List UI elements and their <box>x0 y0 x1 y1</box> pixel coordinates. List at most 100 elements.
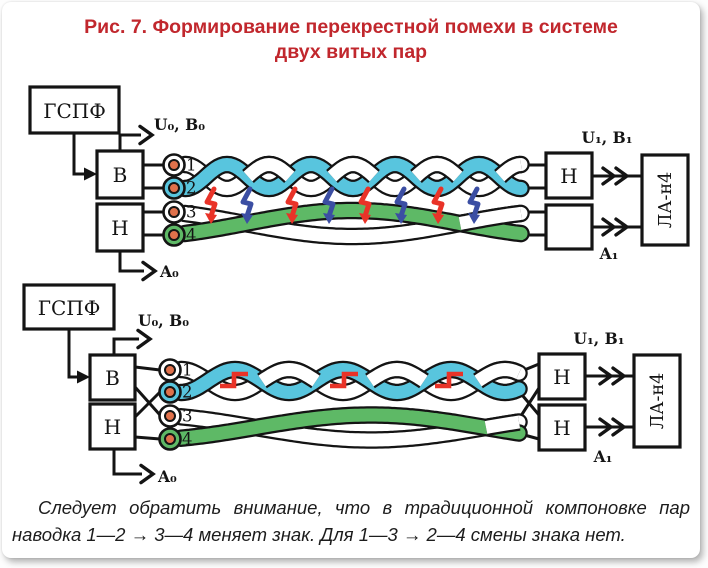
analyzer-box <box>640 153 690 247</box>
arrow-icon <box>138 124 155 146</box>
crosstalk-bolt-icon <box>358 186 372 224</box>
arrow-icon <box>136 328 153 350</box>
right-bottom-box <box>544 203 594 251</box>
output-top-signal-label: U₁, B₁ <box>582 128 633 147</box>
arrow-icon <box>614 166 630 186</box>
wire-end-connector <box>158 404 182 428</box>
figure-card: Рис. 7. Формирование перекрестной помехи… <box>2 2 700 558</box>
caption: Следует обратить внимание, что в традици… <box>12 495 690 548</box>
twisted-pair <box>172 406 528 449</box>
arrow-icon <box>598 366 614 386</box>
figure-title: Рис. 7. Формирование перекрестной помехи… <box>2 15 700 65</box>
crosstalk-bolt-icon <box>394 186 408 224</box>
analyzer-label: ЛА-н4 <box>648 373 668 430</box>
generator-to-driver-line <box>67 329 79 379</box>
bottom-static-lines <box>67 329 634 476</box>
right-bottom-box <box>537 403 587 452</box>
input-top-signal-label: U₀, B₀ <box>154 115 205 134</box>
lower-left-box <box>95 202 145 253</box>
wire-number: 4 <box>186 226 197 245</box>
wire-number: 3 <box>182 407 193 426</box>
wire-end-connector <box>162 223 186 247</box>
arrow-icon <box>611 366 627 386</box>
input-bottom-signal-label: A₀ <box>159 262 179 281</box>
driver-box <box>95 149 145 200</box>
crosstalk-bolts <box>204 186 481 224</box>
wire-end-connector <box>158 427 182 451</box>
right-top-label: Н <box>553 365 570 389</box>
wire-number: 1 <box>186 156 197 175</box>
right-top-label: Н <box>560 164 577 188</box>
pulse-step-icon <box>435 371 463 389</box>
caption-line1: Следует обратить внимание, что в традици… <box>38 497 690 519</box>
arrow-icon <box>614 217 630 237</box>
arrowheads <box>77 328 627 485</box>
twisted-pair <box>176 155 530 198</box>
arrowheads <box>84 124 630 282</box>
caption-line2: наводка 1—2 → 3—4 меняет знак. Для 1—3 →… <box>12 523 626 545</box>
wire-number: 2 <box>186 179 197 198</box>
arrow-icon <box>601 217 617 237</box>
arrowhead-icon <box>84 167 97 181</box>
figure-title-line2: двух витых пар <box>274 40 428 63</box>
twisted-pair <box>176 201 530 246</box>
wire-end-connector <box>162 176 186 200</box>
lower-left-box <box>88 402 137 451</box>
driver-box <box>88 353 137 402</box>
input-top-arrow-line <box>112 337 139 355</box>
generator-to-driver-line <box>72 133 86 176</box>
crosstalk-bolt-icon <box>431 186 445 224</box>
driver-label: В <box>105 366 120 390</box>
twisted-pairs <box>176 155 530 246</box>
pulse-step-marks <box>220 371 463 389</box>
driver-wire-line <box>134 365 161 372</box>
driver-cross-line <box>133 386 162 416</box>
generator-box <box>28 85 121 135</box>
generator-label: ГСПФ <box>43 99 106 123</box>
wire-number: 1 <box>182 361 193 380</box>
arrow-icon <box>611 417 627 437</box>
wire-end-connector <box>162 200 186 224</box>
figure-title-line1: Рис. 7. Формирование перекрестной помехи… <box>84 16 618 38</box>
arrow-icon <box>139 463 156 485</box>
analyzer-label: ЛА-н4 <box>656 172 676 229</box>
arrow-icon <box>141 260 158 282</box>
generator-box <box>22 283 116 331</box>
wire-number: 2 <box>182 383 193 402</box>
wire-end-connector <box>158 380 182 404</box>
twisted-pairs <box>172 360 528 449</box>
crosstalk-bolt-icon <box>285 186 299 224</box>
receiver-wire-line <box>134 435 161 441</box>
output-bottom-signal-label: A₁ <box>593 447 613 466</box>
output-top-signal-label: U₁, B₁ <box>574 329 625 348</box>
pulse-step-icon <box>330 371 358 389</box>
output-bottom-signal-label: A₁ <box>599 244 619 263</box>
analyzer-box <box>632 353 682 449</box>
input-top-arrow-line <box>118 133 141 151</box>
right-top-box <box>544 151 594 200</box>
input-bottom-signal-label: A₀ <box>157 467 177 486</box>
wire-number: 4 <box>182 430 193 449</box>
crosstalk-bolt-icon <box>322 186 336 224</box>
crosstalk-bolt-icon <box>204 186 218 224</box>
pulse-step-icon <box>220 371 248 389</box>
driver-label: В <box>113 163 128 187</box>
input-bottom-arrow-line <box>118 251 144 273</box>
input-bottom-arrow-line <box>112 449 142 476</box>
arrow-icon <box>601 166 617 186</box>
crosstalk-bolt-icon <box>240 186 254 224</box>
right-bottom-label: Н <box>553 416 570 440</box>
right-top-box <box>537 352 587 401</box>
lower-left-label: Н <box>111 216 128 240</box>
wire-end-connectors: 1 2 3 4 <box>158 358 193 451</box>
crosstalk-bolt-icon <box>467 186 481 224</box>
twisted-pair <box>172 360 528 402</box>
arrow-icon <box>598 417 614 437</box>
receiver-cross-line <box>133 390 162 419</box>
input-top-signal-label: U₀, B₀ <box>138 311 189 330</box>
generator-label: ГСПФ <box>38 296 101 320</box>
